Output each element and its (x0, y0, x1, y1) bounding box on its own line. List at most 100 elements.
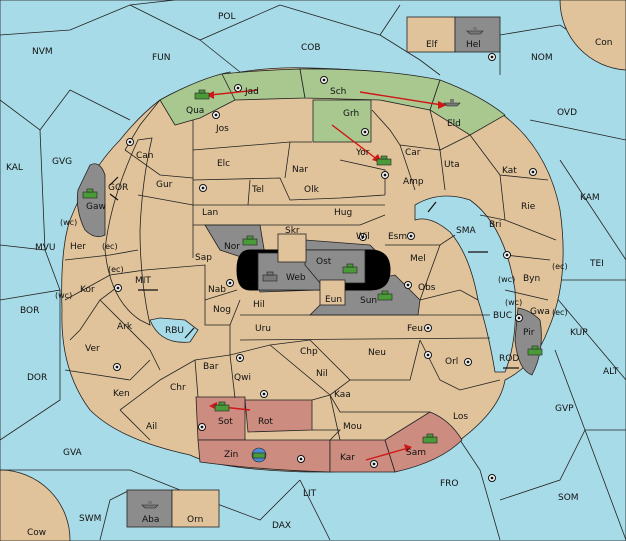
label-kam: KAM (580, 193, 600, 203)
label-rie: Rie (521, 202, 536, 212)
sea-sma[interactable] (414, 195, 516, 373)
label-yor: Yor (355, 148, 370, 158)
label-kat: Kat (502, 166, 517, 176)
label-bri: Bri (489, 220, 501, 230)
province-jad[interactable] (221, 68, 306, 101)
label-orl: Orl (445, 357, 458, 367)
label-nar: Nar (292, 165, 308, 175)
label-kar: Kar (340, 453, 355, 463)
label-hil: Hil (253, 300, 265, 310)
label-can: Can (136, 151, 154, 161)
army-icon[interactable] (422, 433, 438, 444)
fleet-icon[interactable] (466, 27, 484, 35)
label-con: Con (595, 38, 613, 48)
province-cow[interactable] (0, 469, 71, 541)
label-ail: Ail (146, 422, 157, 432)
province-orn[interactable] (171, 489, 220, 528)
label-qwi: Qwi (234, 373, 251, 383)
label-ovd: OVD (557, 108, 577, 118)
label-ver: Ver (85, 344, 100, 354)
fleet-icon[interactable] (443, 99, 461, 107)
province-grh[interactable] (312, 99, 372, 143)
coast-ec: (ec) (102, 242, 118, 251)
label-gaw: Gaw (86, 202, 106, 212)
label-gwa: Gwa (530, 307, 550, 317)
sea-labels: POL NVM FUN COB NOM Con OVD KAL GVG GOR … (6, 12, 619, 538)
label-sch: Sch (330, 87, 346, 97)
label-gvg: GVG (52, 157, 72, 167)
army-icon[interactable] (242, 235, 258, 246)
label-elc: Elc (217, 159, 230, 169)
label-jad: Jad (244, 87, 259, 97)
army-icon[interactable] (376, 155, 392, 166)
coast-wc: (wc) (60, 218, 77, 227)
army-icon[interactable] (214, 401, 230, 412)
label-bor: BOR (20, 306, 39, 316)
label-byn: Byn (523, 274, 540, 284)
label-orn: Orn (187, 515, 203, 525)
province-rot[interactable] (244, 399, 313, 433)
province-eld[interactable] (429, 79, 506, 136)
label-neu: Neu (368, 348, 386, 358)
label-nog: Nog (213, 305, 231, 315)
label-kaa: Kaa (334, 390, 351, 400)
label-los: Los (453, 412, 468, 422)
label-gvp: GVP (555, 404, 574, 414)
supply-centers (113, 53, 537, 482)
label-nor: Nor (224, 242, 240, 252)
label-sap: Sap (195, 253, 212, 263)
label-pir: Pir (523, 328, 535, 338)
label-tei: TEI (589, 259, 604, 269)
coast-labels: (wc) (ec) (ec) (wc) (wc) (ec) (wc) (ec) (55, 218, 568, 317)
army-icon[interactable] (82, 188, 98, 199)
army-icon[interactable] (342, 263, 358, 274)
label-buc: BUC (493, 311, 512, 321)
label-chr: Chr (170, 383, 186, 393)
label-mou: Mou (343, 422, 362, 432)
coast-wc: (wc) (55, 291, 72, 300)
label-ken: Ken (113, 389, 130, 399)
label-chp: Chp (300, 347, 318, 357)
units (82, 27, 543, 509)
label-eun: Eun (325, 295, 342, 305)
province-aba[interactable] (126, 489, 173, 528)
label-cow: Cow (27, 528, 46, 538)
land-labels: Elf Hel Jad Sch Qua Jos Grh Eld Can Yor … (70, 40, 550, 525)
label-sot: Sot (218, 417, 233, 427)
label-mvu: MVU (35, 243, 56, 253)
army-icon[interactable] (251, 447, 267, 463)
label-lit: LIT (303, 489, 317, 499)
province-skr[interactable] (277, 233, 307, 263)
label-sma: SMA (456, 226, 476, 236)
label-gor: GOR (108, 183, 128, 193)
label-zin: Zin (224, 450, 238, 460)
label-aba: Aba (142, 515, 159, 525)
label-nab: Nab (208, 285, 226, 295)
label-ost: Ost (316, 257, 332, 267)
adjacency-arrows (109, 176, 519, 369)
label-wil: Wil (356, 232, 370, 242)
province-eun[interactable] (319, 279, 346, 306)
label-amp: Amp (403, 177, 424, 187)
label-dax: DAX (272, 521, 291, 531)
label-lan: Lan (202, 208, 218, 218)
army-icon[interactable] (527, 345, 543, 356)
label-grh: Grh (343, 109, 359, 119)
label-jos: Jos (215, 124, 229, 134)
province-elf[interactable] (406, 16, 456, 53)
label-hug: Hug (334, 208, 352, 218)
label-web: Web (286, 273, 306, 283)
province-gaw[interactable] (76, 163, 106, 238)
label-pol: POL (218, 12, 236, 22)
army-icon[interactable] (262, 271, 278, 282)
province-con[interactable] (559, 0, 626, 71)
label-qua: Qua (186, 106, 204, 116)
label-feu: Feu (407, 324, 423, 334)
army-icon[interactable] (377, 290, 393, 301)
fleet-icon[interactable] (141, 501, 159, 509)
province-hel[interactable] (454, 16, 501, 53)
order-arrows (206, 89, 447, 461)
army-icon[interactable] (194, 89, 210, 100)
